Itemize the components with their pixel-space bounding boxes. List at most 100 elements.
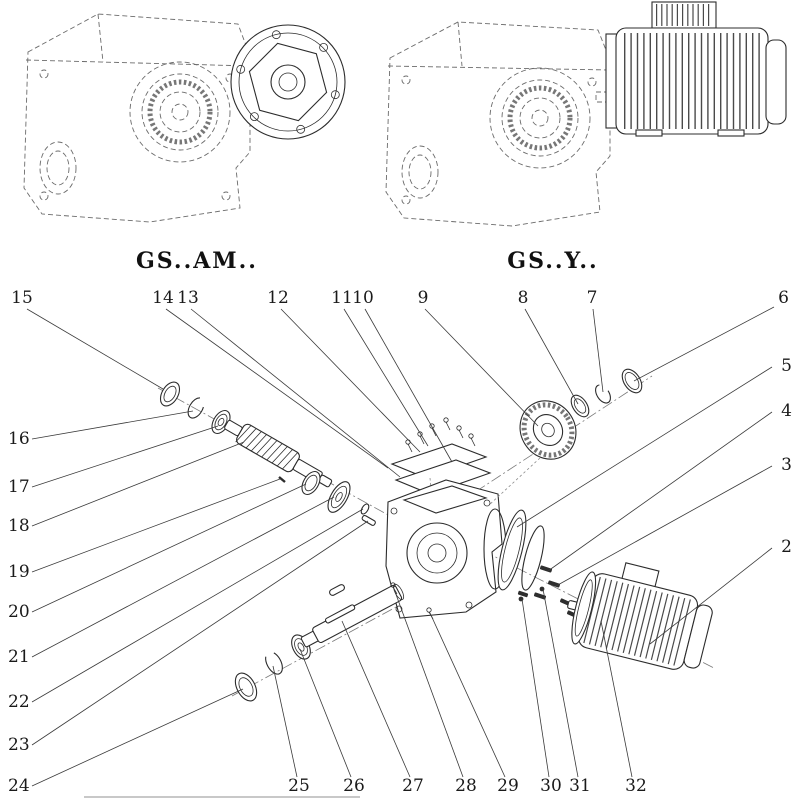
leader-line-25 <box>272 665 298 778</box>
flange-bolts <box>517 565 578 618</box>
leader-line-27 <box>341 620 411 778</box>
callout-18: 18 <box>8 516 30 536</box>
output-circlip <box>265 651 283 675</box>
motor-flange-parts <box>497 509 578 618</box>
cover-gasket <box>394 459 492 495</box>
callout-32: 32 <box>625 776 647 796</box>
motor-y <box>605 1 787 137</box>
callout-27: 27 <box>402 776 424 796</box>
leader-line-2 <box>649 547 773 645</box>
callout-13: 13 <box>177 288 199 308</box>
callout-24: 24 <box>8 776 30 796</box>
leader-line-4 <box>547 411 773 572</box>
callout-29: 29 <box>497 776 519 796</box>
leader-line-26 <box>299 648 352 778</box>
leader-line-17 <box>31 425 219 488</box>
callout-22: 22 <box>8 692 30 712</box>
output-shaft <box>300 583 405 648</box>
callout-9: 9 <box>418 288 429 308</box>
spacer-ring <box>621 368 643 394</box>
callout-19: 19 <box>8 562 30 582</box>
retaining-ring-input <box>187 397 205 419</box>
leader-line-28 <box>393 588 464 778</box>
callout-12: 12 <box>267 288 289 308</box>
gear-circlip <box>595 384 611 404</box>
callout-8: 8 <box>518 288 529 308</box>
o-ring-small <box>360 503 370 515</box>
housing-screw-1 <box>390 582 398 595</box>
bearing-input-rear <box>301 470 321 496</box>
callout-5: 5 <box>781 356 792 376</box>
oil-seal-output <box>234 672 258 702</box>
dowel-pin <box>329 584 345 596</box>
leader-line-18 <box>31 441 245 527</box>
pin <box>278 476 286 483</box>
leader-line-23 <box>31 520 369 746</box>
output-gear-set <box>487 368 643 507</box>
leader-line-22 <box>31 508 364 703</box>
oil-seal-input <box>159 381 181 407</box>
leader-line-6 <box>633 306 775 382</box>
callout-25: 25 <box>288 776 310 796</box>
flange-spacer <box>521 525 545 591</box>
callout-6: 6 <box>778 288 789 308</box>
leader-line-11 <box>343 308 429 447</box>
callout-14: 14 <box>152 288 174 308</box>
callout-16: 16 <box>8 429 30 449</box>
exploded-view <box>157 368 715 702</box>
gear-wheel <box>519 400 577 460</box>
leader-line-13 <box>190 308 401 478</box>
callout-30: 30 <box>540 776 562 796</box>
figure-gs-y-label: GS..Y.. <box>507 248 598 274</box>
figure-gs-am: GS..AM.. <box>23 13 346 274</box>
callout-21: 21 <box>8 647 30 667</box>
leader-line-20 <box>31 483 307 613</box>
leader-line-15 <box>26 308 164 390</box>
shaft-key <box>361 514 376 526</box>
output-flange-am <box>230 24 346 140</box>
top-cover-assembly <box>390 417 492 499</box>
leader-line-29 <box>429 612 506 778</box>
callout-2: 2 <box>781 537 792 557</box>
motor-exploded <box>567 562 713 670</box>
leader-line-16 <box>31 410 194 440</box>
callout-17: 17 <box>8 477 30 497</box>
motor-front-flange <box>571 571 597 645</box>
input-shaft-assembly <box>159 381 376 526</box>
leader-line-30 <box>521 598 550 778</box>
worm-shaft <box>224 419 333 488</box>
callout-31: 31 <box>569 776 591 796</box>
leader-line-21 <box>31 496 335 658</box>
gear-housing <box>385 479 507 619</box>
gearbox-outline-am <box>23 13 251 223</box>
callout-10: 10 <box>352 288 374 308</box>
cover-screws <box>405 417 476 453</box>
leader-line-31 <box>542 588 579 778</box>
callout-23: 23 <box>8 735 30 755</box>
leader-line-8 <box>524 308 579 405</box>
callout-7: 7 <box>587 288 598 308</box>
leader-line-12 <box>280 308 421 453</box>
gearbox-outline-y <box>385 21 619 227</box>
output-shaft-assembly <box>234 582 434 702</box>
leader-line-32 <box>600 620 633 778</box>
callout-28: 28 <box>455 776 477 796</box>
callout-20: 20 <box>8 602 30 622</box>
callout-26: 26 <box>343 776 365 796</box>
leader-line-5 <box>516 366 773 528</box>
leader-line-14 <box>165 308 389 469</box>
callout-11: 11 <box>331 288 353 308</box>
flange-cover <box>497 509 527 591</box>
leader-line-19 <box>31 478 281 573</box>
callout-4: 4 <box>781 401 792 421</box>
figure-gs-am-label: GS..AM.. <box>136 248 258 274</box>
leader-line-24 <box>31 688 244 787</box>
leader-line-7 <box>592 308 604 393</box>
washer-disc <box>327 481 351 513</box>
leader-line-10 <box>364 308 453 463</box>
callout-3: 3 <box>781 455 792 475</box>
callout-15: 15 <box>11 288 33 308</box>
